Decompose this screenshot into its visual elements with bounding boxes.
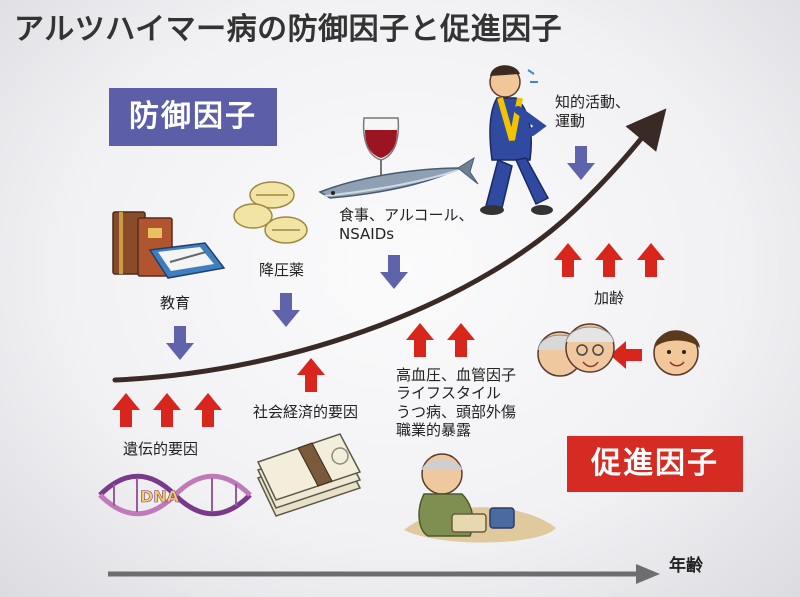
label-lifestyle-line1: 高血圧、血管因子 bbox=[396, 366, 517, 384]
fish-icon bbox=[318, 156, 479, 199]
elderly-couple-icon bbox=[537, 323, 615, 377]
protective-factors-heading: 防御因子 bbox=[109, 88, 277, 146]
dna-icon: DNA bbox=[98, 473, 252, 517]
aging-arrow-icon bbox=[610, 341, 642, 369]
label-lifestyle-line4: 職業的暴露 bbox=[396, 420, 472, 439]
risk-curve bbox=[112, 108, 667, 383]
up-arrow-aging-3 bbox=[637, 243, 665, 277]
up-arrow-lifestyle-1 bbox=[406, 323, 434, 357]
label-lifestyle-line3: うつ病、頭部外傷 bbox=[396, 402, 517, 421]
label-diet: 食事、アルコール、 NSAIDs bbox=[339, 206, 474, 244]
up-arrow-socioeconomic bbox=[297, 358, 325, 392]
label-lifestyle-line2: ライフスタイル bbox=[396, 384, 502, 403]
elderly-man-icon bbox=[404, 453, 556, 543]
up-arrow-genetic-3 bbox=[194, 393, 222, 427]
label-intellectual-line2: 運動 bbox=[555, 112, 586, 131]
down-arrow-diet bbox=[380, 255, 408, 289]
up-arrow-genetic-2 bbox=[153, 393, 181, 427]
child-icon bbox=[653, 330, 700, 376]
label-intellectual-activity: 知的活動、 運動 bbox=[555, 93, 630, 131]
up-arrow-lifestyle-2 bbox=[447, 323, 475, 357]
up-arrow-aging-2 bbox=[595, 243, 623, 277]
down-arrow-education bbox=[166, 326, 194, 360]
jogger-icon bbox=[480, 65, 553, 215]
up-arrow-aging-1 bbox=[554, 243, 582, 277]
money-icon bbox=[256, 433, 362, 517]
down-arrow-intellectual bbox=[567, 146, 595, 180]
slide-title: アルツハイマー病の防御因子と促進因子 bbox=[14, 12, 563, 47]
label-intellectual-line1: 知的活動、 bbox=[555, 93, 631, 111]
pills-icon bbox=[233, 181, 308, 244]
age-axis bbox=[108, 564, 660, 584]
down-arrow-antihypertensive bbox=[272, 293, 300, 327]
label-antihypertensive: 降圧薬 bbox=[259, 261, 305, 279]
label-socioeconomic: 社会経済的要因 bbox=[253, 403, 359, 421]
up-arrow-genetic-1 bbox=[112, 393, 140, 427]
axis-label-age: 年齢 bbox=[669, 556, 703, 576]
label-education: 教育 bbox=[160, 294, 191, 312]
label-aging: 加齢 bbox=[594, 289, 625, 307]
label-diet-line1: 食事、アルコール、 bbox=[339, 206, 474, 224]
label-lifestyle-group: 高血圧、血管因子 ライフスタイル うつ病、頭部外傷 職業的暴露 bbox=[396, 366, 516, 439]
dna-label: DNA bbox=[140, 487, 180, 506]
books-icon bbox=[112, 211, 226, 279]
promoting-factors-heading: 促進因子 bbox=[567, 436, 743, 492]
label-diet-line2: NSAIDs bbox=[339, 225, 395, 244]
label-genetic: 遺伝的要因 bbox=[123, 440, 199, 458]
